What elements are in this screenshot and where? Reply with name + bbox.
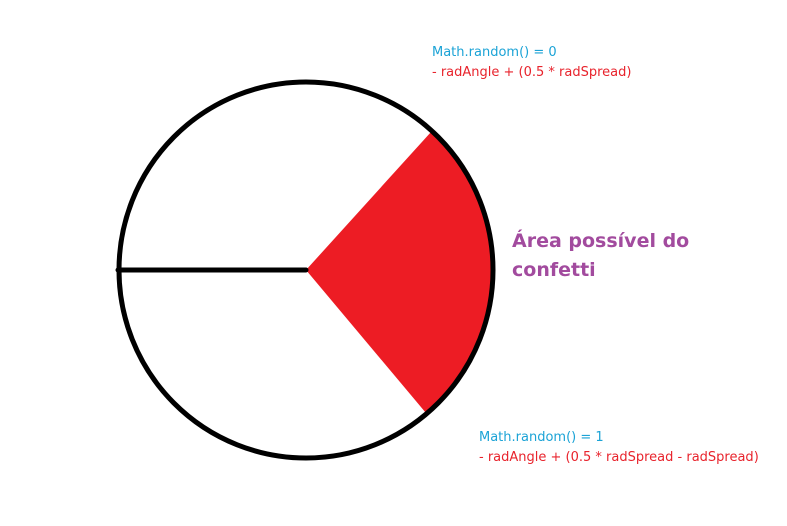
- top-formula-text: - radAngle + (0.5 * radSpread): [432, 65, 632, 80]
- bottom-formula-text: - radAngle + (0.5 * radSpread - radSprea…: [479, 450, 759, 465]
- possible-area-label: Área possível do confetti: [512, 227, 689, 285]
- top-condition-text: Math.random() = 0: [432, 45, 557, 60]
- bottom-condition-text: Math.random() = 1: [479, 430, 604, 445]
- area-label-line-2: confetti: [512, 259, 596, 281]
- top-annotation: Math.random() = 0 - radAngle + (0.5 * ra…: [432, 43, 631, 83]
- possible-area-sector: [306, 131, 493, 414]
- area-label-line-1: Área possível do: [512, 230, 690, 252]
- bottom-annotation: Math.random() = 1 - radAngle + (0.5 * ra…: [479, 428, 759, 468]
